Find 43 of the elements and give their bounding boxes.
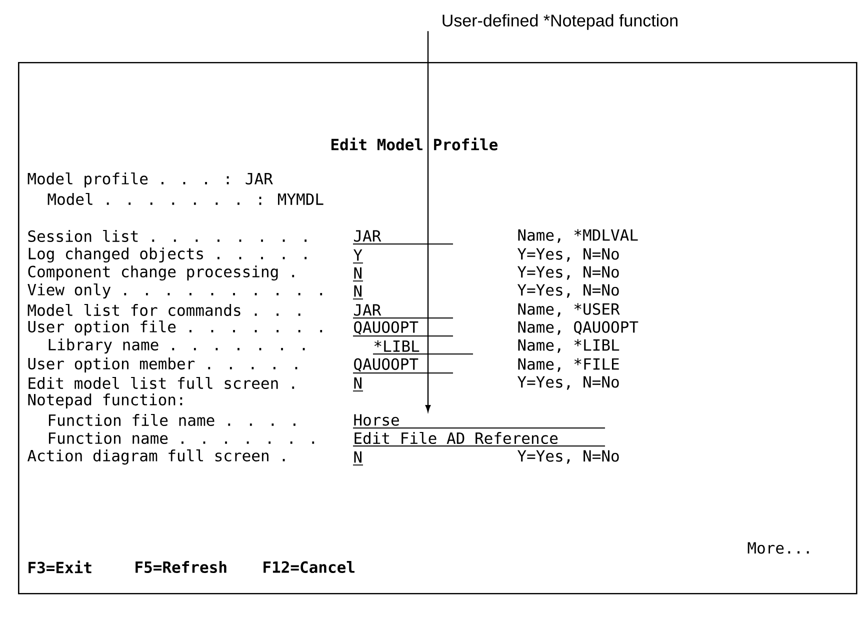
field-value: Y [352,249,364,264]
prompt-text: Log changed objects . . . . . [28,247,307,263]
field-value: JAR [352,230,454,244]
field-value: N [352,451,364,466]
prompt-text: User option member . . . . . [28,358,298,372]
prompt-text: Edit model list full screen . [28,376,294,390]
prompt-text: Action diagram full screen . [28,449,285,465]
hint-text: Y=Yes, N=No [518,266,619,280]
hint-text: Name, *LIBL [518,339,620,353]
prompt-text: Model profile . . . : JAR [28,172,273,188]
hint-text: Y=Yes, N=No [518,284,619,298]
prompt-text: User option file . . . . . . . [28,320,322,336]
field-value: N [352,377,364,392]
prompt-text: View only . . . . . . . . . . [28,283,322,299]
hint-text: Name, QAUOOPT [518,321,638,335]
callout-text: User-defined *Notepad function [442,14,678,30]
function-key-text: F5=Refresh [136,561,226,573]
field-value: QAUOOPT [352,321,454,336]
function-key-text: F3=Exit [28,560,92,574]
leader-arrow [425,31,431,412]
prompt-text: Model list for commands . . . [28,304,300,316]
hint-text: Y=Yes, N=No [518,376,619,390]
prompt-text: Model . . . . . . . : MYMDL [48,192,324,206]
field-value: *LIBL [372,340,474,354]
field-value: N [352,267,364,282]
field-value: N [352,285,364,300]
field-value: JAR [352,304,454,318]
hint-text: Name, *USER [518,303,620,317]
function-key-text: F12=Cancel [264,561,354,573]
field-value: Edit File AD Reference [352,432,606,446]
hint-text: Name, *MDLVAL [518,229,638,243]
hint-text: Name, *FILE [518,358,619,372]
prompt-text: Library name . . . . . . . [48,338,305,354]
prompt-text: Notepad function: [28,394,182,408]
hint-text: Y=Yes, N=No [518,248,619,262]
field-value: QAUOOPT [352,358,454,374]
prompt-text: Function name . . . . . . . [48,432,314,444]
prompt-text: Function file name . . . . [48,414,296,426]
prompt-text: More... [748,542,809,554]
input-field: Horse [352,414,606,428]
hint-text: Y=Yes, N=No [518,450,619,464]
prompt-text: Component change processing . [28,265,294,281]
prompt-text: Session list . . . . . . . . [28,230,307,242]
